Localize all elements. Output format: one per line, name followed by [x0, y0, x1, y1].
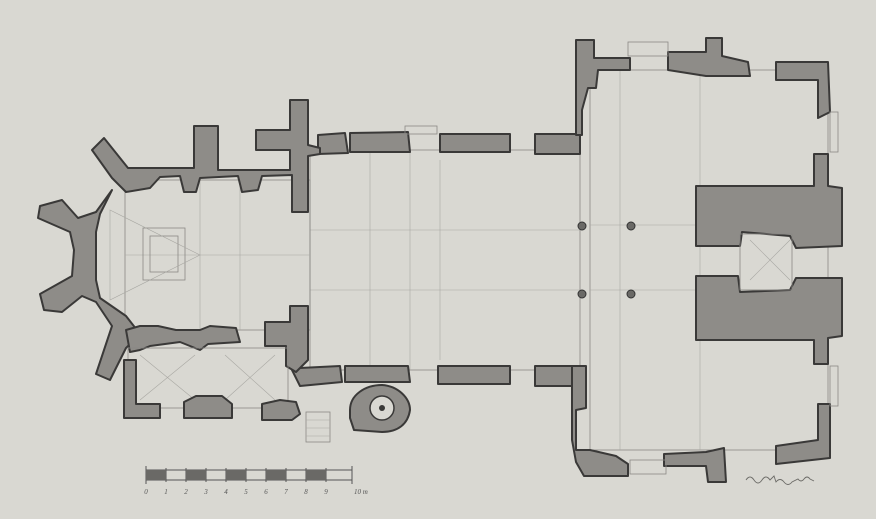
column — [577, 221, 587, 231]
tower-pier-south — [695, 275, 843, 365]
scale-tick-label: 0 — [144, 488, 148, 496]
west-south-wall — [571, 365, 831, 483]
scale-tick-label: 3 — [203, 488, 208, 496]
column — [577, 289, 587, 299]
column — [626, 289, 636, 299]
sacristy-wall — [123, 359, 301, 421]
signature — [745, 475, 815, 485]
chancel-south-wall — [125, 305, 309, 373]
nave — [309, 149, 581, 371]
scale-tick-label: 6 — [264, 488, 268, 496]
scale-bar: 0 1 2 3 4 5 6 7 8 9 10 m — [144, 466, 368, 496]
scale-tick-label: 9 — [324, 488, 328, 496]
column — [626, 221, 636, 231]
nave-north-wall — [317, 131, 581, 155]
nave-south-wall — [291, 365, 586, 387]
chancel — [109, 179, 311, 331]
scale-tick-label: 8 — [304, 488, 308, 496]
west-north-wall — [575, 37, 831, 136]
scale-tick-label: 2 — [184, 488, 188, 496]
scale-end-label: 10 m — [354, 488, 368, 496]
scale-tick-label: 4 — [224, 488, 228, 496]
apse-wall — [37, 189, 141, 381]
scale-tick-label: 7 — [284, 488, 288, 496]
scale-tick-label: 1 — [164, 488, 168, 496]
scale-tick-label: 5 — [244, 488, 248, 496]
chancel-north-wall — [91, 99, 321, 213]
